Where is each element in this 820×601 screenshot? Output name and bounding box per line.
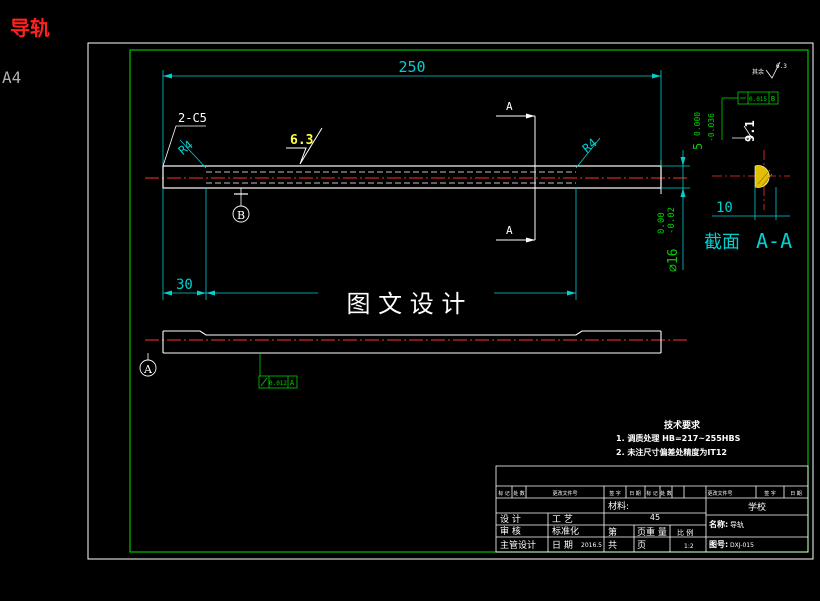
drawing-value: DXJ-015 — [730, 542, 754, 549]
tech-req-item-1: 1. 调质处理 HB=217~255HBS — [616, 433, 741, 443]
page-label: 页 — [637, 540, 646, 551]
rev-header: 日 期 — [790, 491, 802, 497]
school-text: 学校 — [748, 501, 766, 513]
roughness-icon — [765, 61, 781, 79]
hatch-line — [757, 169, 771, 185]
other-roughness-label: 其余 — [752, 68, 764, 76]
review-label: 审 核 — [500, 525, 521, 537]
flatness-datum-text: B — [771, 95, 775, 103]
tech-req-heading: 技术要求 — [664, 419, 701, 431]
radius-left-text: R4 — [176, 138, 196, 158]
arrow-icon — [197, 290, 206, 296]
page-title: 导轨 — [10, 16, 50, 40]
material-label: 材料: — [608, 500, 629, 512]
arrow-icon — [652, 73, 661, 79]
roughness-text: 6.3 — [290, 133, 313, 148]
runout-tol-text: 0.012 — [269, 380, 287, 387]
arrow-icon — [526, 113, 535, 119]
radius-left-leader — [179, 139, 207, 169]
runout-datum-text: A — [290, 379, 295, 387]
rev-header: 处 数 — [660, 490, 672, 497]
rev-header: 标 记 — [646, 490, 658, 497]
name-label: 名称: — [709, 519, 728, 529]
chamfer-leader — [162, 125, 177, 167]
section-fill — [754, 165, 770, 188]
name-value: 导轨 — [730, 520, 744, 529]
outer-frame — [87, 42, 814, 560]
dim-length-text: 250 — [398, 58, 425, 76]
tech-req-item-2: 2. 未注尺寸偏差处精度为IT12 — [616, 447, 727, 457]
arrow-icon — [680, 157, 686, 166]
datum-b-text: B — [237, 209, 245, 222]
flatness-tol-text: 0.015 — [749, 96, 767, 103]
section-tol-upper: 0.000 — [693, 112, 702, 136]
datum-a-circle — [139, 359, 157, 377]
hatch-line — [761, 173, 773, 187]
section-tol-lower: -0.036 — [707, 113, 716, 142]
arrow-icon — [163, 290, 172, 296]
section-view: 其余 6.3 0.015 B 5 0.000 -0.036 9.1 10 截面 … — [691, 61, 792, 253]
date-value: 2016.5 — [581, 542, 602, 549]
section-name: A-A — [756, 229, 792, 253]
sheet-total-label: 共 — [608, 540, 617, 551]
scale-label: 比 例 — [677, 528, 693, 537]
inner-border — [129, 49, 809, 553]
radius-right-text: R4 — [580, 136, 600, 156]
dia-tol-lower: -0.02 — [667, 207, 677, 234]
arrow-icon — [206, 290, 215, 296]
dia-text: ⌀16 — [666, 249, 681, 272]
lead-label: 主管设计 — [500, 539, 536, 551]
section-label: 截面 — [704, 232, 740, 253]
rod-outline — [162, 165, 662, 189]
title-block-frame — [495, 465, 809, 553]
datum-a-text: A — [143, 363, 153, 376]
runout-frame — [258, 375, 298, 389]
scale-value: 1:2 — [684, 543, 694, 550]
title-block-text: 标 记 处 数 更改文件号 签 字 日 期 标 记 处 数 更改文件号 签 字 … — [498, 490, 802, 551]
rev-header: 签 字 — [609, 490, 621, 497]
cut-a-bottom-text: A — [506, 224, 513, 237]
lower-top-edge — [163, 330, 661, 336]
lower-view: A 0.012 A — [139, 330, 690, 389]
rev-header: 标 记 — [498, 490, 510, 497]
section-depth-text: 5 — [691, 143, 705, 150]
design-label: 设 计 — [500, 513, 521, 525]
other-roughness-value: 6.3 — [776, 63, 787, 70]
arrow-icon — [526, 237, 535, 243]
cut-a-top-text: A — [506, 100, 513, 113]
watermark-bg — [318, 284, 494, 320]
rev-header: 更改文件号 — [552, 490, 577, 497]
page-label: 页 — [637, 527, 646, 538]
roughness-icon — [286, 127, 323, 165]
weight-label: 重 量 — [646, 526, 667, 538]
arrow-icon — [680, 188, 686, 197]
runout-icon — [260, 377, 268, 387]
sheet-no-label: 第 — [608, 526, 617, 538]
section-height-text: 9.1 — [743, 120, 757, 142]
dia-tol-upper: 0.00 — [657, 212, 667, 234]
rev-header: 处 数 — [513, 490, 525, 497]
main-view: 250 2-C5 R4 R4 6.3 30 B A A — [145, 58, 690, 300]
tech-requirements: 技术要求 1. 调质处理 HB=217~255HBS 2. 未注尺寸偏差处精度为… — [616, 419, 741, 457]
process-label: 工 艺 — [552, 514, 573, 525]
date-label: 日 期 — [552, 540, 573, 551]
radius-right-leader — [575, 137, 601, 169]
arrow-icon — [163, 73, 172, 79]
section-leader-91 — [732, 125, 753, 139]
section-width-text: 10 — [716, 200, 733, 216]
arrow-icon — [567, 290, 576, 296]
datum-b-circle — [232, 205, 250, 223]
chamfer-text: 2-C5 — [178, 111, 207, 125]
watermark-text: 图 文 设 计 — [347, 290, 466, 318]
drawing-label: 图号: — [709, 540, 728, 549]
material-value: 45 — [650, 513, 660, 522]
rev-header: 日 期 — [629, 491, 641, 497]
standard-label: 标准化 — [552, 525, 579, 537]
paper-size-label: A4 — [2, 68, 22, 87]
rev-header: 更改文件号 — [707, 490, 732, 497]
dim-30-text: 30 — [176, 277, 193, 293]
rev-header: 签 字 — [764, 490, 776, 497]
title-block — [495, 465, 809, 553]
